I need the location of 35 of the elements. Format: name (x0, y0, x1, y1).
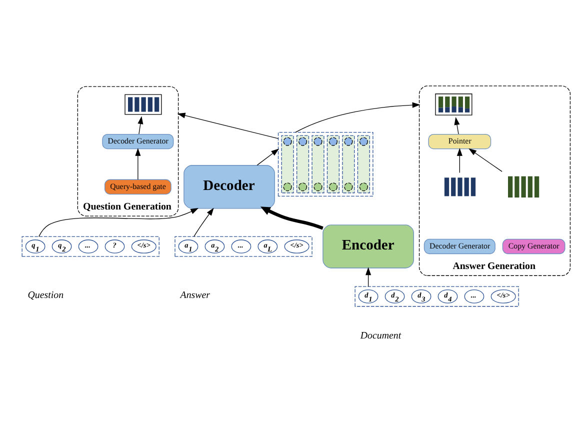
node-box: Encoder (322, 224, 414, 268)
arrow (295, 102, 420, 132)
node-circle (344, 136, 353, 146)
node-label: Answer (180, 290, 210, 301)
node-circle (359, 182, 368, 191)
node-picture (124, 94, 162, 114)
arrow (138, 116, 144, 134)
node-circle (298, 136, 308, 146)
arrow (468, 148, 502, 172)
node-box: Decoder (184, 164, 275, 208)
arrow (456, 147, 462, 173)
arrow (454, 116, 460, 134)
arrow (256, 148, 280, 166)
cluster (354, 286, 519, 306)
node-circle (314, 182, 322, 191)
cluster (174, 236, 312, 256)
arrow (366, 266, 372, 286)
arrow (38, 208, 199, 236)
node-circle (359, 136, 368, 146)
node-circle (298, 182, 308, 191)
node-picture (435, 93, 472, 115)
arrow (194, 207, 214, 236)
cluster (278, 131, 374, 196)
arrow (177, 112, 279, 138)
node-circle (344, 182, 353, 191)
node-label: Document (360, 330, 402, 341)
arrow (135, 147, 141, 180)
node-label: Question (28, 290, 64, 301)
node-circle (328, 182, 338, 191)
node-circle (283, 136, 292, 146)
arrow (260, 206, 324, 230)
cluster (22, 236, 160, 256)
node-circle (314, 136, 322, 146)
node-circle (328, 136, 338, 146)
node-circle (283, 182, 292, 191)
